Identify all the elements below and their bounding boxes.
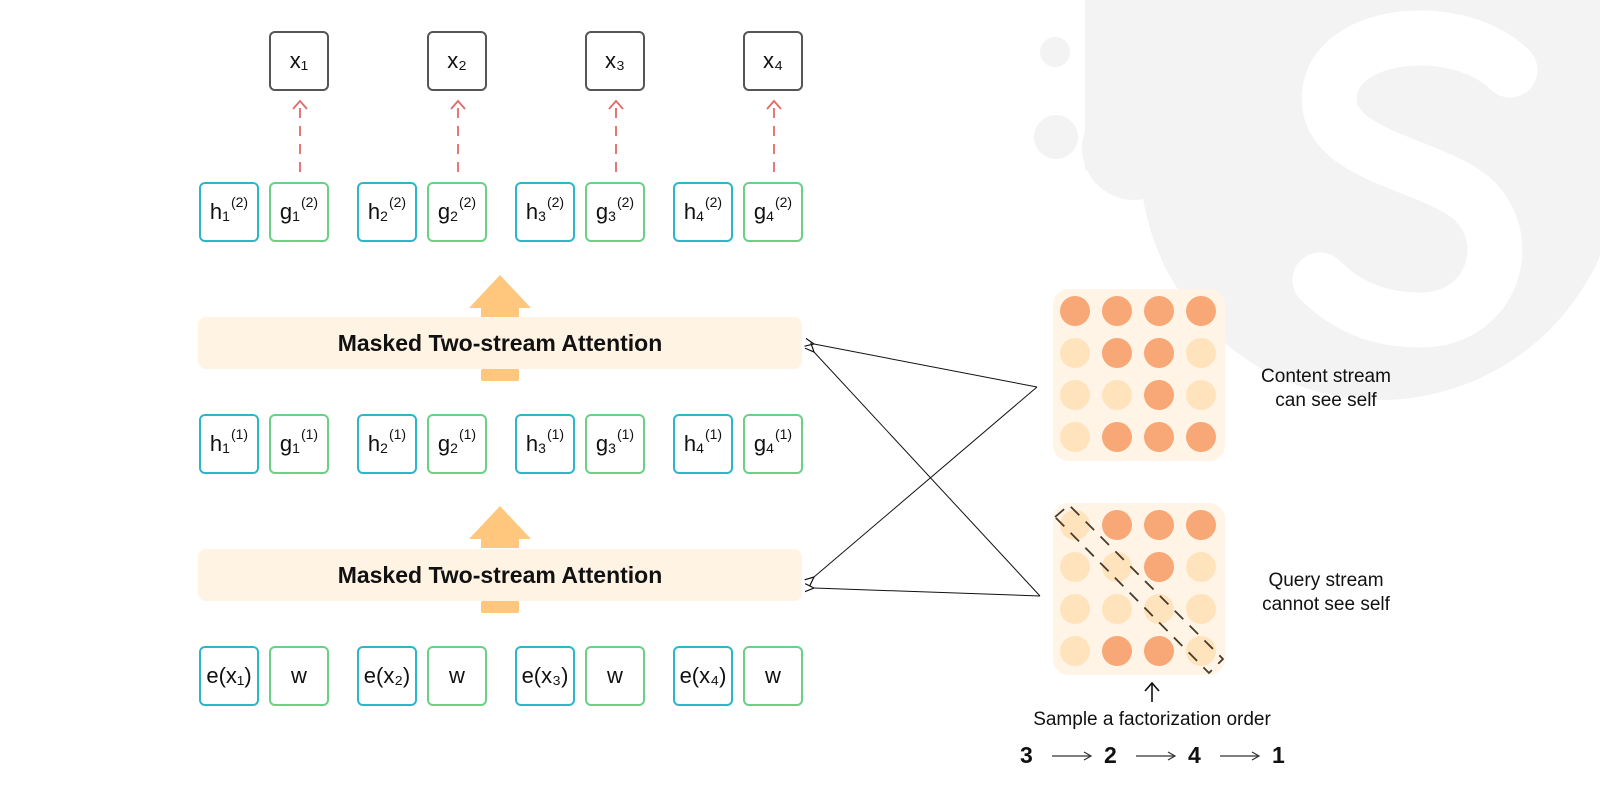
output-x4: x₄ xyxy=(743,31,803,91)
content-mask-dot-r3-c0 xyxy=(1060,422,1090,452)
masked-attention-block-top: Masked Two-stream Attention xyxy=(198,317,802,369)
query-mask-dot-r1-c0 xyxy=(1060,552,1090,582)
output-x2: x₂ xyxy=(427,31,487,91)
query-mask-dot-r3-c1 xyxy=(1102,636,1132,666)
output-dashed-arrows xyxy=(292,99,782,172)
input-w-1: w xyxy=(269,646,329,706)
content-stream-mask-dots xyxy=(1060,296,1216,452)
content-mask-dot-r2-c2 xyxy=(1144,380,1174,410)
content-mask-dot-r2-c3 xyxy=(1186,380,1216,410)
query-mask-diagonal-outline xyxy=(1054,504,1224,674)
query-mask-dot-r0-c3 xyxy=(1186,510,1216,540)
sample-order-label: Sample a factorization order xyxy=(1033,709,1271,730)
input-embedding-x1: e(x₁) xyxy=(199,646,259,706)
content-mask-dot-r3-c3 xyxy=(1186,422,1216,452)
content-mask-dot-r1-c2 xyxy=(1144,338,1174,368)
input-w-2: w xyxy=(427,646,487,706)
content-mask-dot-r3-c2 xyxy=(1144,422,1174,452)
query-stream-label-line2: cannot see self xyxy=(1262,594,1390,615)
content-stream-mask-grid xyxy=(1053,289,1225,461)
query-mask-dot-r3-c2 xyxy=(1144,636,1174,666)
query-mask-dot-r2-c1 xyxy=(1102,594,1132,624)
output-x1: x₁ xyxy=(269,31,329,91)
input-embedding-x2: e(x₂) xyxy=(357,646,417,706)
output-x3: x₃ xyxy=(585,31,645,91)
content-stream-label-line1: Content stream xyxy=(1261,366,1391,387)
up-arrow-top xyxy=(469,275,531,381)
input-embedding-x4: e(x₄) xyxy=(673,646,733,706)
query-mask-dot-r1-c3 xyxy=(1186,552,1216,582)
content-mask-dot-r2-c1 xyxy=(1102,380,1132,410)
query-mask-dot-r1-c1 xyxy=(1102,552,1132,582)
content-mask-dot-r2-c0 xyxy=(1060,380,1090,410)
query-mask-dot-r2-c2 xyxy=(1144,594,1174,624)
query-mask-dot-r2-c0 xyxy=(1060,594,1090,624)
query-mask-dot-r0-c0 xyxy=(1060,510,1090,540)
mask-connection-lines xyxy=(814,344,1041,597)
query-stream-label-line1: Query stream xyxy=(1268,570,1384,591)
query-mask-dot-r3-c0 xyxy=(1060,636,1090,666)
content-mask-dot-r0-c3 xyxy=(1186,296,1216,326)
order-step-4: 1 xyxy=(1272,742,1285,768)
query-mask-dot-r3-c3 xyxy=(1186,636,1216,666)
masked-attention-block-bottom: Masked Two-stream Attention xyxy=(198,549,802,601)
query-mask-dot-r2-c3 xyxy=(1186,594,1216,624)
content-mask-dot-r3-c1 xyxy=(1102,422,1132,452)
content-stream-label-line2: can see self xyxy=(1275,390,1377,411)
content-stream-label: Content stream can see self xyxy=(1236,365,1416,413)
order-step-2: 2 xyxy=(1104,742,1117,768)
order-step-3: 4 xyxy=(1188,742,1201,768)
content-mask-dot-r0-c2 xyxy=(1144,296,1174,326)
order-step-1: 3 xyxy=(1020,742,1033,768)
order-arrows xyxy=(1052,751,1261,761)
input-w-3: w xyxy=(585,646,645,706)
content-mask-dot-r1-c3 xyxy=(1186,338,1216,368)
query-mask-dot-r0-c1 xyxy=(1102,510,1132,540)
input-w-4: w xyxy=(743,646,803,706)
content-mask-dot-r0-c0 xyxy=(1060,296,1090,326)
query-mask-dot-r0-c2 xyxy=(1144,510,1174,540)
content-mask-dot-r1-c1 xyxy=(1102,338,1132,368)
query-stream-mask-grid xyxy=(1053,503,1225,675)
query-stream-label: Query stream cannot see self xyxy=(1236,569,1416,617)
query-stream-mask-dots xyxy=(1054,504,1224,674)
query-mask-dot-r1-c2 xyxy=(1144,552,1174,582)
sample-up-arrow xyxy=(1144,681,1160,702)
content-mask-dot-r0-c1 xyxy=(1102,296,1132,326)
input-embedding-x3: e(x₃) xyxy=(515,646,575,706)
content-mask-dot-r1-c0 xyxy=(1060,338,1090,368)
up-arrow-bottom xyxy=(469,506,531,613)
